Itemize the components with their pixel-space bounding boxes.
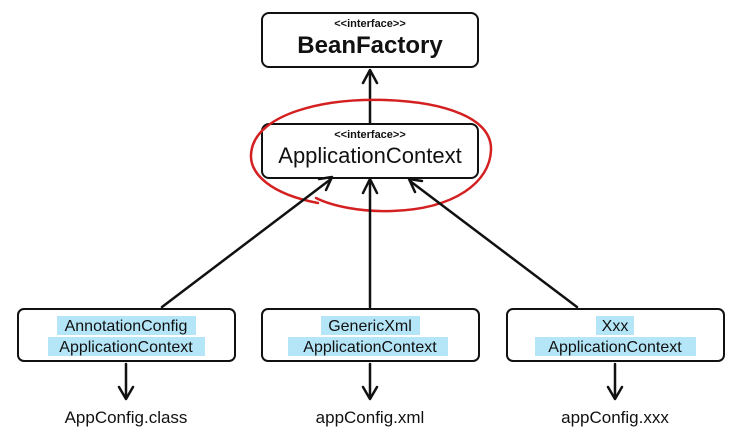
application-context-stereotype: <<interface>> [334, 129, 406, 141]
config-label-genericxml: appConfig.xml [316, 408, 425, 427]
application-context-title: ApplicationContext [278, 143, 461, 168]
arrow-annotation-to-context-line [160, 177, 333, 309]
generic-xml-label-1: GenericXml [328, 318, 412, 335]
annotation-config-node: AnnotationConfig ApplicationContext [17, 308, 236, 362]
application-context-node: <<interface>> ApplicationContext [261, 123, 479, 179]
arrow-xxx-to-config-head [606, 385, 624, 401]
arrow-xxx-to-config [606, 362, 624, 401]
config-label-annotation: AppConfig.class [65, 408, 188, 427]
xxx-highlight-1 [596, 316, 634, 335]
arrow-annotation-to-config-head [117, 385, 135, 401]
arrow-genericxml-to-config [361, 362, 379, 401]
bean-factory-node: <<interface>> BeanFactory [261, 12, 479, 68]
arrow-annotation-to-context [160, 175, 334, 309]
arrow-xxx-to-context-line [408, 179, 579, 309]
annotation-config-label-1: AnnotationConfig [65, 318, 188, 335]
bean-factory-stereotype: <<interface>> [334, 18, 406, 30]
emphasis-circle [249, 98, 493, 213]
xxx-node: Xxx ApplicationContext [506, 308, 725, 362]
config-label-xxx: appConfig.xxx [561, 408, 669, 427]
arrow-annotation-to-config [117, 362, 135, 401]
bean-factory-title: BeanFactory [297, 32, 443, 59]
arrow-genericxml-to-context-head [361, 177, 379, 195]
arrow-context-to-beanfactory [361, 68, 379, 126]
arrow-genericxml-to-config-head [361, 385, 379, 401]
annotation-config-label-2: ApplicationContext [59, 339, 193, 356]
bean-factory-box [261, 12, 479, 68]
arrow-xxx-to-context-head [407, 177, 424, 194]
xxx-label-2: ApplicationContext [548, 339, 682, 356]
arrow-context-to-beanfactory-head [361, 68, 379, 85]
generic-xml-highlight-1 [321, 316, 420, 335]
generic-xml-highlight-2 [288, 337, 448, 356]
xxx-label-1: Xxx [602, 318, 629, 335]
generic-xml-label-2: ApplicationContext [303, 339, 437, 356]
arrow-genericxml-to-context [361, 177, 379, 309]
annotation-config-highlight-1 [57, 316, 196, 335]
arrow-annotation-to-context-head [317, 175, 334, 192]
emphasis-circle-stroke [249, 98, 493, 213]
annotation-config-highlight-2 [48, 337, 205, 356]
generic-xml-node: GenericXml ApplicationContext [261, 308, 480, 362]
arrow-xxx-to-context [407, 177, 579, 309]
xxx-highlight-2 [535, 337, 696, 356]
